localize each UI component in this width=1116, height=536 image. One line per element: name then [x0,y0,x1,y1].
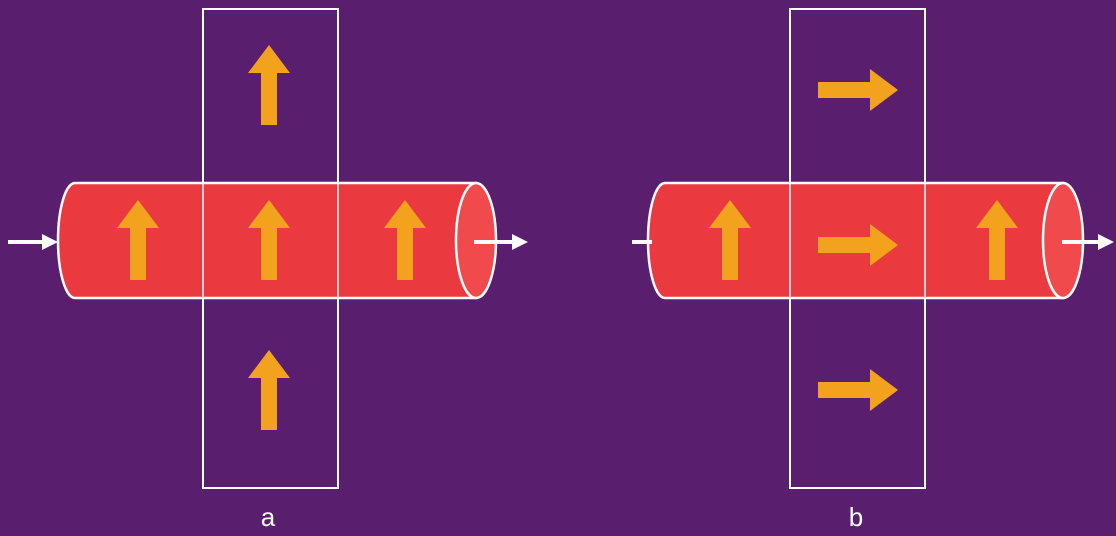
panel-a-arrow-tube-center-icon [248,200,290,280]
orange-arrow-shape [818,69,898,111]
orange-arrow-shape [248,350,290,430]
orange-arrow-shape [709,200,751,280]
orange-arrow-shape [818,224,898,266]
orange-arrow-shape [384,200,426,280]
panel-b-arrow-tube-center-icon [818,224,898,266]
orange-arrow-shape [818,369,898,411]
panel-b-arrow-strip-bottom-icon [818,369,898,411]
panel-b-arrow-tube-left-icon [709,200,751,280]
panel-b-output-arrow-icon [1062,234,1114,250]
panel-a-output-arrow-icon [474,234,528,250]
panel-a-input-arrow-icon [8,234,58,250]
orange-arrow-shape [248,200,290,280]
panel-a-arrow-tube-left-icon [117,200,159,280]
panel-a-arrow-strip-bottom-icon [248,350,290,430]
orange-arrow-shape [248,45,290,125]
panel-b-arrow-strip-top-icon [818,69,898,111]
panel-a-label: a [260,502,276,532]
orange-arrow-shape [976,200,1018,280]
panel-b-label: b [848,502,864,532]
panel-a [8,8,528,489]
panel-a-arrow-strip-top-icon [248,45,290,125]
orange-arrow-shape [117,200,159,280]
panel-a-arrow-tube-right-icon [384,200,426,280]
panel-b-arrow-tube-right-icon [976,200,1018,280]
panel-b [632,8,1114,489]
